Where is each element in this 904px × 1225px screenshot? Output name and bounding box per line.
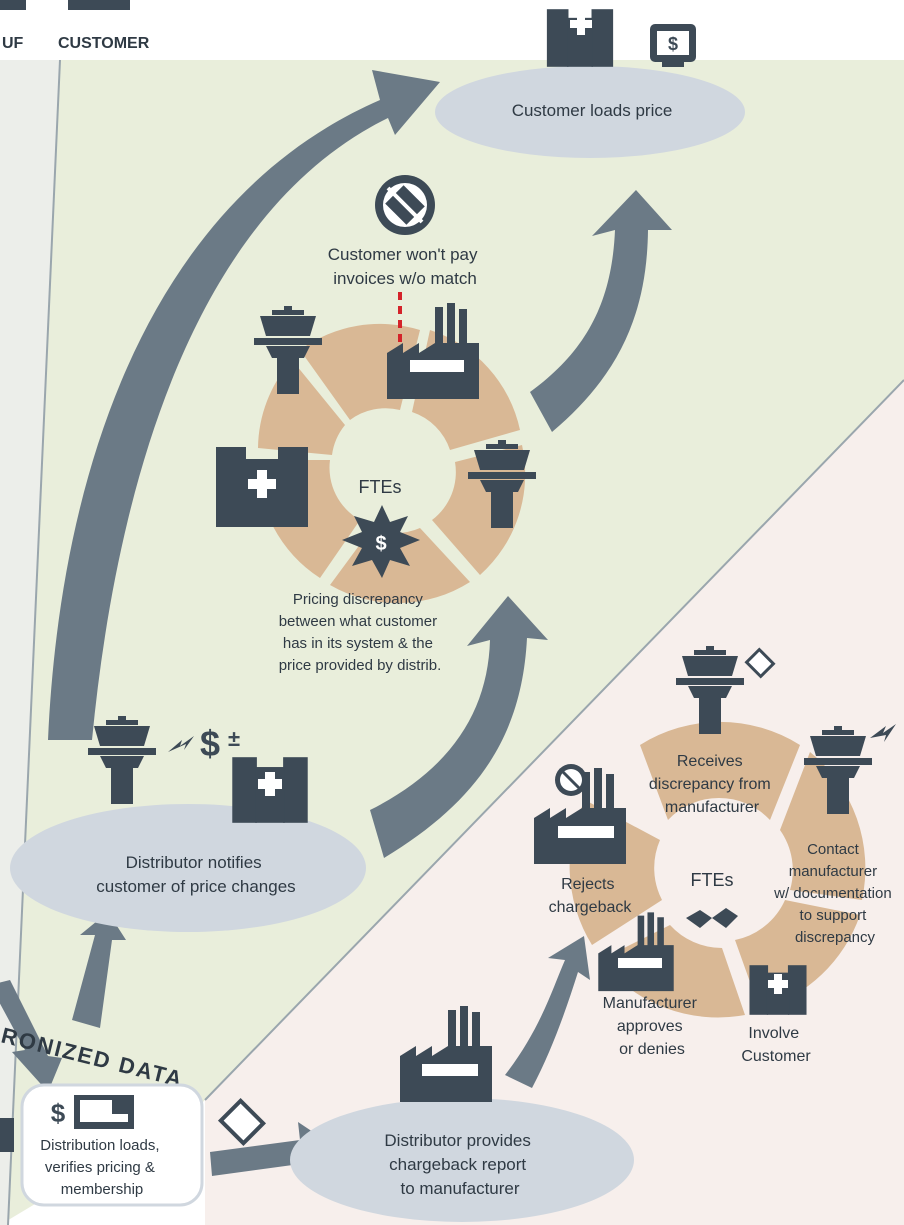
approves-line-3: or denies <box>619 1041 685 1058</box>
price-change-dollar: $ <box>200 723 220 764</box>
contact-text: Contact manufacturer w/ documentation to… <box>773 841 896 946</box>
node-label: Distributor notifies customer of price c… <box>96 853 295 896</box>
receives-text: Receives discrepancy from manufacturer <box>649 753 775 816</box>
arrow-into-distribution <box>0 980 62 1092</box>
factory-windows <box>410 360 464 372</box>
involve-line-2: Customer <box>741 1048 811 1065</box>
node-distributor-provides: Distributor provides chargeback report t… <box>290 1006 634 1222</box>
upper-cycle-center: FTEs <box>359 477 402 497</box>
blocker-line-2: invoices w/o match <box>333 269 477 288</box>
chargeback-line-2: chargeback report <box>389 1155 526 1174</box>
discrepancy-line-4: price provided by distrib. <box>279 657 442 674</box>
factory-windows <box>558 826 614 838</box>
hospital-cross-h <box>258 779 282 789</box>
approves-line-1: Manufacturer <box>603 995 698 1012</box>
green-band <box>0 60 904 1225</box>
no-tag-icon <box>375 175 435 235</box>
discrepancy-line-1: Pricing discrepancy <box>293 591 424 608</box>
hospital-cross-h <box>248 479 276 489</box>
tag-icon <box>744 647 776 679</box>
distribution-line-1: Distribution loads, <box>40 1137 159 1154</box>
price-change-sign: ± <box>228 726 240 751</box>
starburst-dollar-icon: $ <box>342 505 420 578</box>
node-distribution-loads: $ Distribution loads, verifies pricing &… <box>0 1083 204 1207</box>
blocker-line-1: Customer won't pay <box>328 245 478 264</box>
factory-windows <box>618 958 662 968</box>
lightning-icon <box>870 724 896 742</box>
header-customer-icon <box>68 0 130 10</box>
node-label: Distributor provides chargeback report t… <box>384 1131 535 1198</box>
node-ellipse <box>10 804 366 932</box>
distribution-line-3: membership <box>61 1181 144 1198</box>
approves-text: Manufacturer approves or denies <box>603 995 702 1058</box>
rejects-line-2: chargeback <box>549 899 633 916</box>
upper-cycle: FTEs $ Customer won't pay invoices w/o m… <box>216 175 536 674</box>
monitor-icon <box>74 1095 134 1129</box>
involve-text: Involve Customer <box>741 1025 811 1065</box>
chargeback-line-3: to manufacturer <box>400 1179 519 1198</box>
arrow-from-distributor-to-cycle <box>370 596 548 858</box>
node-ellipse <box>290 1098 634 1222</box>
rejects-text: Rejects chargeback <box>549 876 633 916</box>
notify-line-1: Distributor notifies <box>126 853 262 872</box>
flow-arrows <box>0 70 672 1178</box>
lower-cycle: FTEs Receives discrepancy from manufactu… <box>534 646 896 1065</box>
node-label: Distribution loads, verifies pricing & m… <box>40 1137 163 1198</box>
node-distributor-notifies: $ ± Distributor notifies customer of pri… <box>10 716 366 932</box>
monitor-dollar-symbol: $ <box>668 34 678 54</box>
lightning-icon <box>168 736 194 752</box>
left-band <box>0 60 60 1225</box>
starburst-dollar-symbol: $ <box>375 533 386 555</box>
contact-line-2: manufacturer <box>789 863 877 880</box>
rejects-line-1: Rejects <box>561 876 614 893</box>
discrepancy-line-2: between what customer <box>279 613 437 630</box>
node-label: Customer loads price <box>512 101 673 120</box>
hospital-cross-h <box>768 980 788 988</box>
header: UF CUSTOMER <box>0 0 150 52</box>
contact-line-1: Contact <box>807 841 860 858</box>
hospital-cross-h <box>570 20 592 28</box>
arrow-to-distributor-notifies <box>72 912 126 1028</box>
pink-band-edge <box>204 379 904 1101</box>
monitor-dollar-icon: $ <box>650 24 696 67</box>
notify-line-2: customer of price changes <box>96 877 295 896</box>
approves-line-2: approves <box>617 1018 683 1035</box>
tag-icon <box>217 1097 267 1147</box>
node-customer-loads-price: $ Customer loads price <box>435 9 745 158</box>
arrow-to-customer-loads-2 <box>530 190 672 432</box>
contact-line-3: w/ documentation <box>773 885 892 902</box>
receives-line-3: manufacturer <box>665 799 760 816</box>
contact-line-4: to support <box>800 907 868 924</box>
upper-blocker-text: Customer won't pay invoices w/o match <box>328 245 482 288</box>
chargeback-line-1: Distributor provides <box>384 1131 530 1150</box>
header-icon-left <box>0 0 26 10</box>
node-box <box>20 1083 204 1207</box>
receives-line-2: discrepancy from <box>649 776 771 793</box>
dollar-symbol: $ <box>51 1098 66 1128</box>
lower-cycle-center: FTEs <box>691 870 734 890</box>
offscreen-icon-edge <box>0 1118 14 1152</box>
distribution-line-2: verifies pricing & <box>45 1159 155 1176</box>
header-label-left: UF <box>2 35 24 52</box>
contact-line-5: discrepancy <box>795 929 876 946</box>
discrepancy-line-3: has in its system & the <box>283 635 433 652</box>
arrow-to-customer-loads <box>48 70 440 740</box>
thumbs-icon <box>686 908 738 928</box>
no-tag-icon <box>555 764 587 796</box>
factory-windows <box>422 1064 478 1076</box>
header-label-customer: CUSTOMER <box>58 35 150 52</box>
arrow-to-lower-cycle <box>505 936 590 1088</box>
node-ellipse <box>435 66 745 158</box>
receives-line-1: Receives <box>677 753 743 770</box>
involve-line-1: Involve <box>748 1025 799 1042</box>
upper-discrepancy-text: Pricing discrepancy between what custome… <box>279 591 442 674</box>
